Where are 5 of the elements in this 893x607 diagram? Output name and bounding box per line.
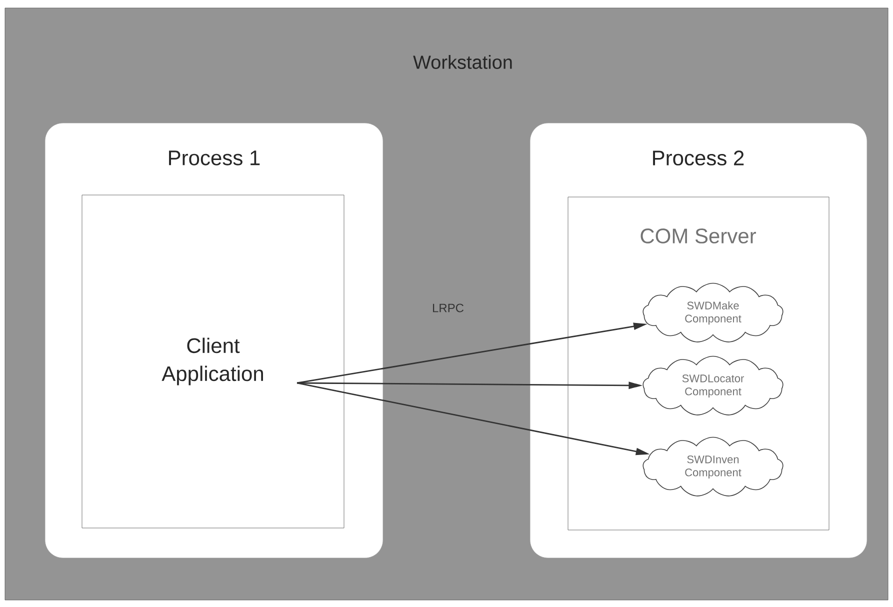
component-cloud: SWDMake Component (642, 282, 784, 342)
component-cloud: SWDInven Component (642, 436, 784, 496)
protocol-label: LRPC (433, 304, 464, 312)
component-cloud: SWDLocator Component (642, 356, 784, 416)
application-box: Client Application (82, 194, 344, 528)
